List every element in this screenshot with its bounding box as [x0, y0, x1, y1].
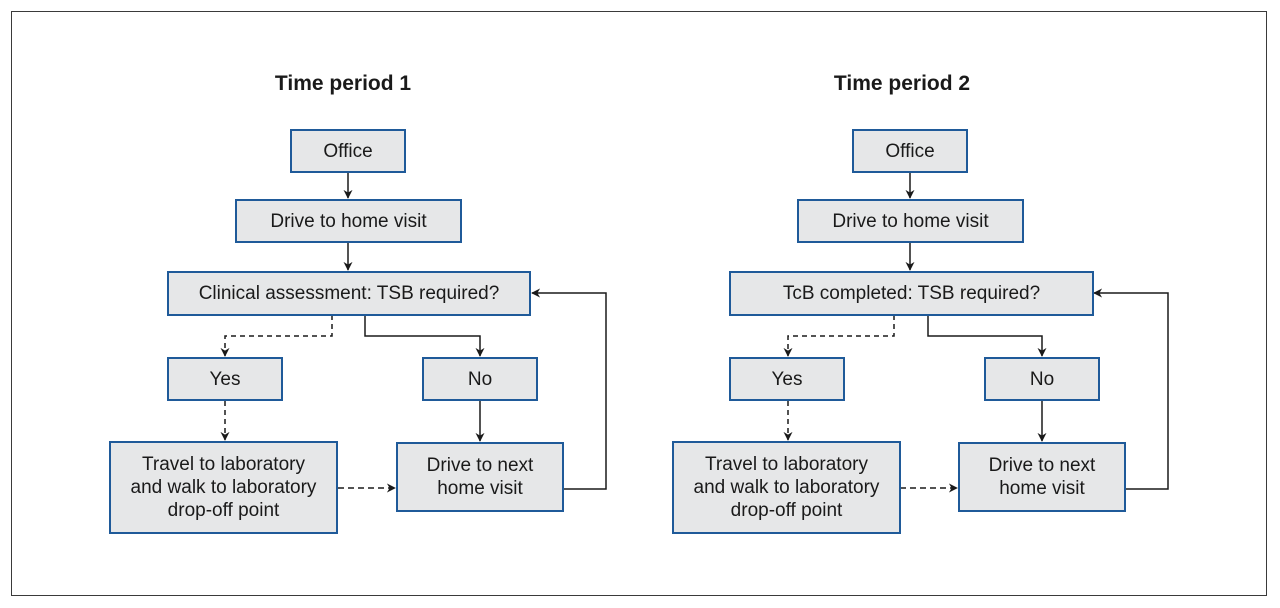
dashed-arrow-decision-to-yes	[220, 315, 333, 357]
dashed-arrow-decision-to-yes	[783, 315, 895, 357]
yes-box: Yes	[729, 357, 845, 401]
drive-to-home-visit-box: Drive to home visit	[235, 199, 462, 243]
office-box: Office	[290, 129, 406, 173]
no-box: No	[422, 357, 538, 401]
lab-travel-box: Travel to laboratory and walk to laborat…	[109, 441, 338, 534]
arrow-next-loop-to-decision	[531, 288, 607, 490]
decision-box: TcB completed: TSB required?	[729, 271, 1094, 316]
panel-1-connectors	[220, 173, 607, 493]
no-box: No	[984, 357, 1100, 401]
drive-to-next-visit-box: Drive to next home visit	[958, 442, 1126, 512]
drive-to-home-visit-box: Drive to home visit	[797, 199, 1024, 243]
arrow-next-loop-to-decision	[1093, 288, 1169, 490]
decision-box: Clinical assessment: TSB required?	[167, 271, 531, 316]
figure-frame	[11, 11, 1267, 596]
arrow-decision-to-no	[364, 315, 485, 357]
office-box: Office	[852, 129, 968, 173]
lab-travel-box: Travel to laboratory and walk to laborat…	[672, 441, 901, 534]
panel-2-connectors	[783, 173, 1169, 493]
arrow-decision-to-no	[927, 315, 1047, 357]
yes-box: Yes	[167, 357, 283, 401]
drive-to-next-visit-box: Drive to next home visit	[396, 442, 564, 512]
panel-title: Time period 1	[274, 72, 412, 95]
panel-title: Time period 2	[833, 72, 971, 95]
